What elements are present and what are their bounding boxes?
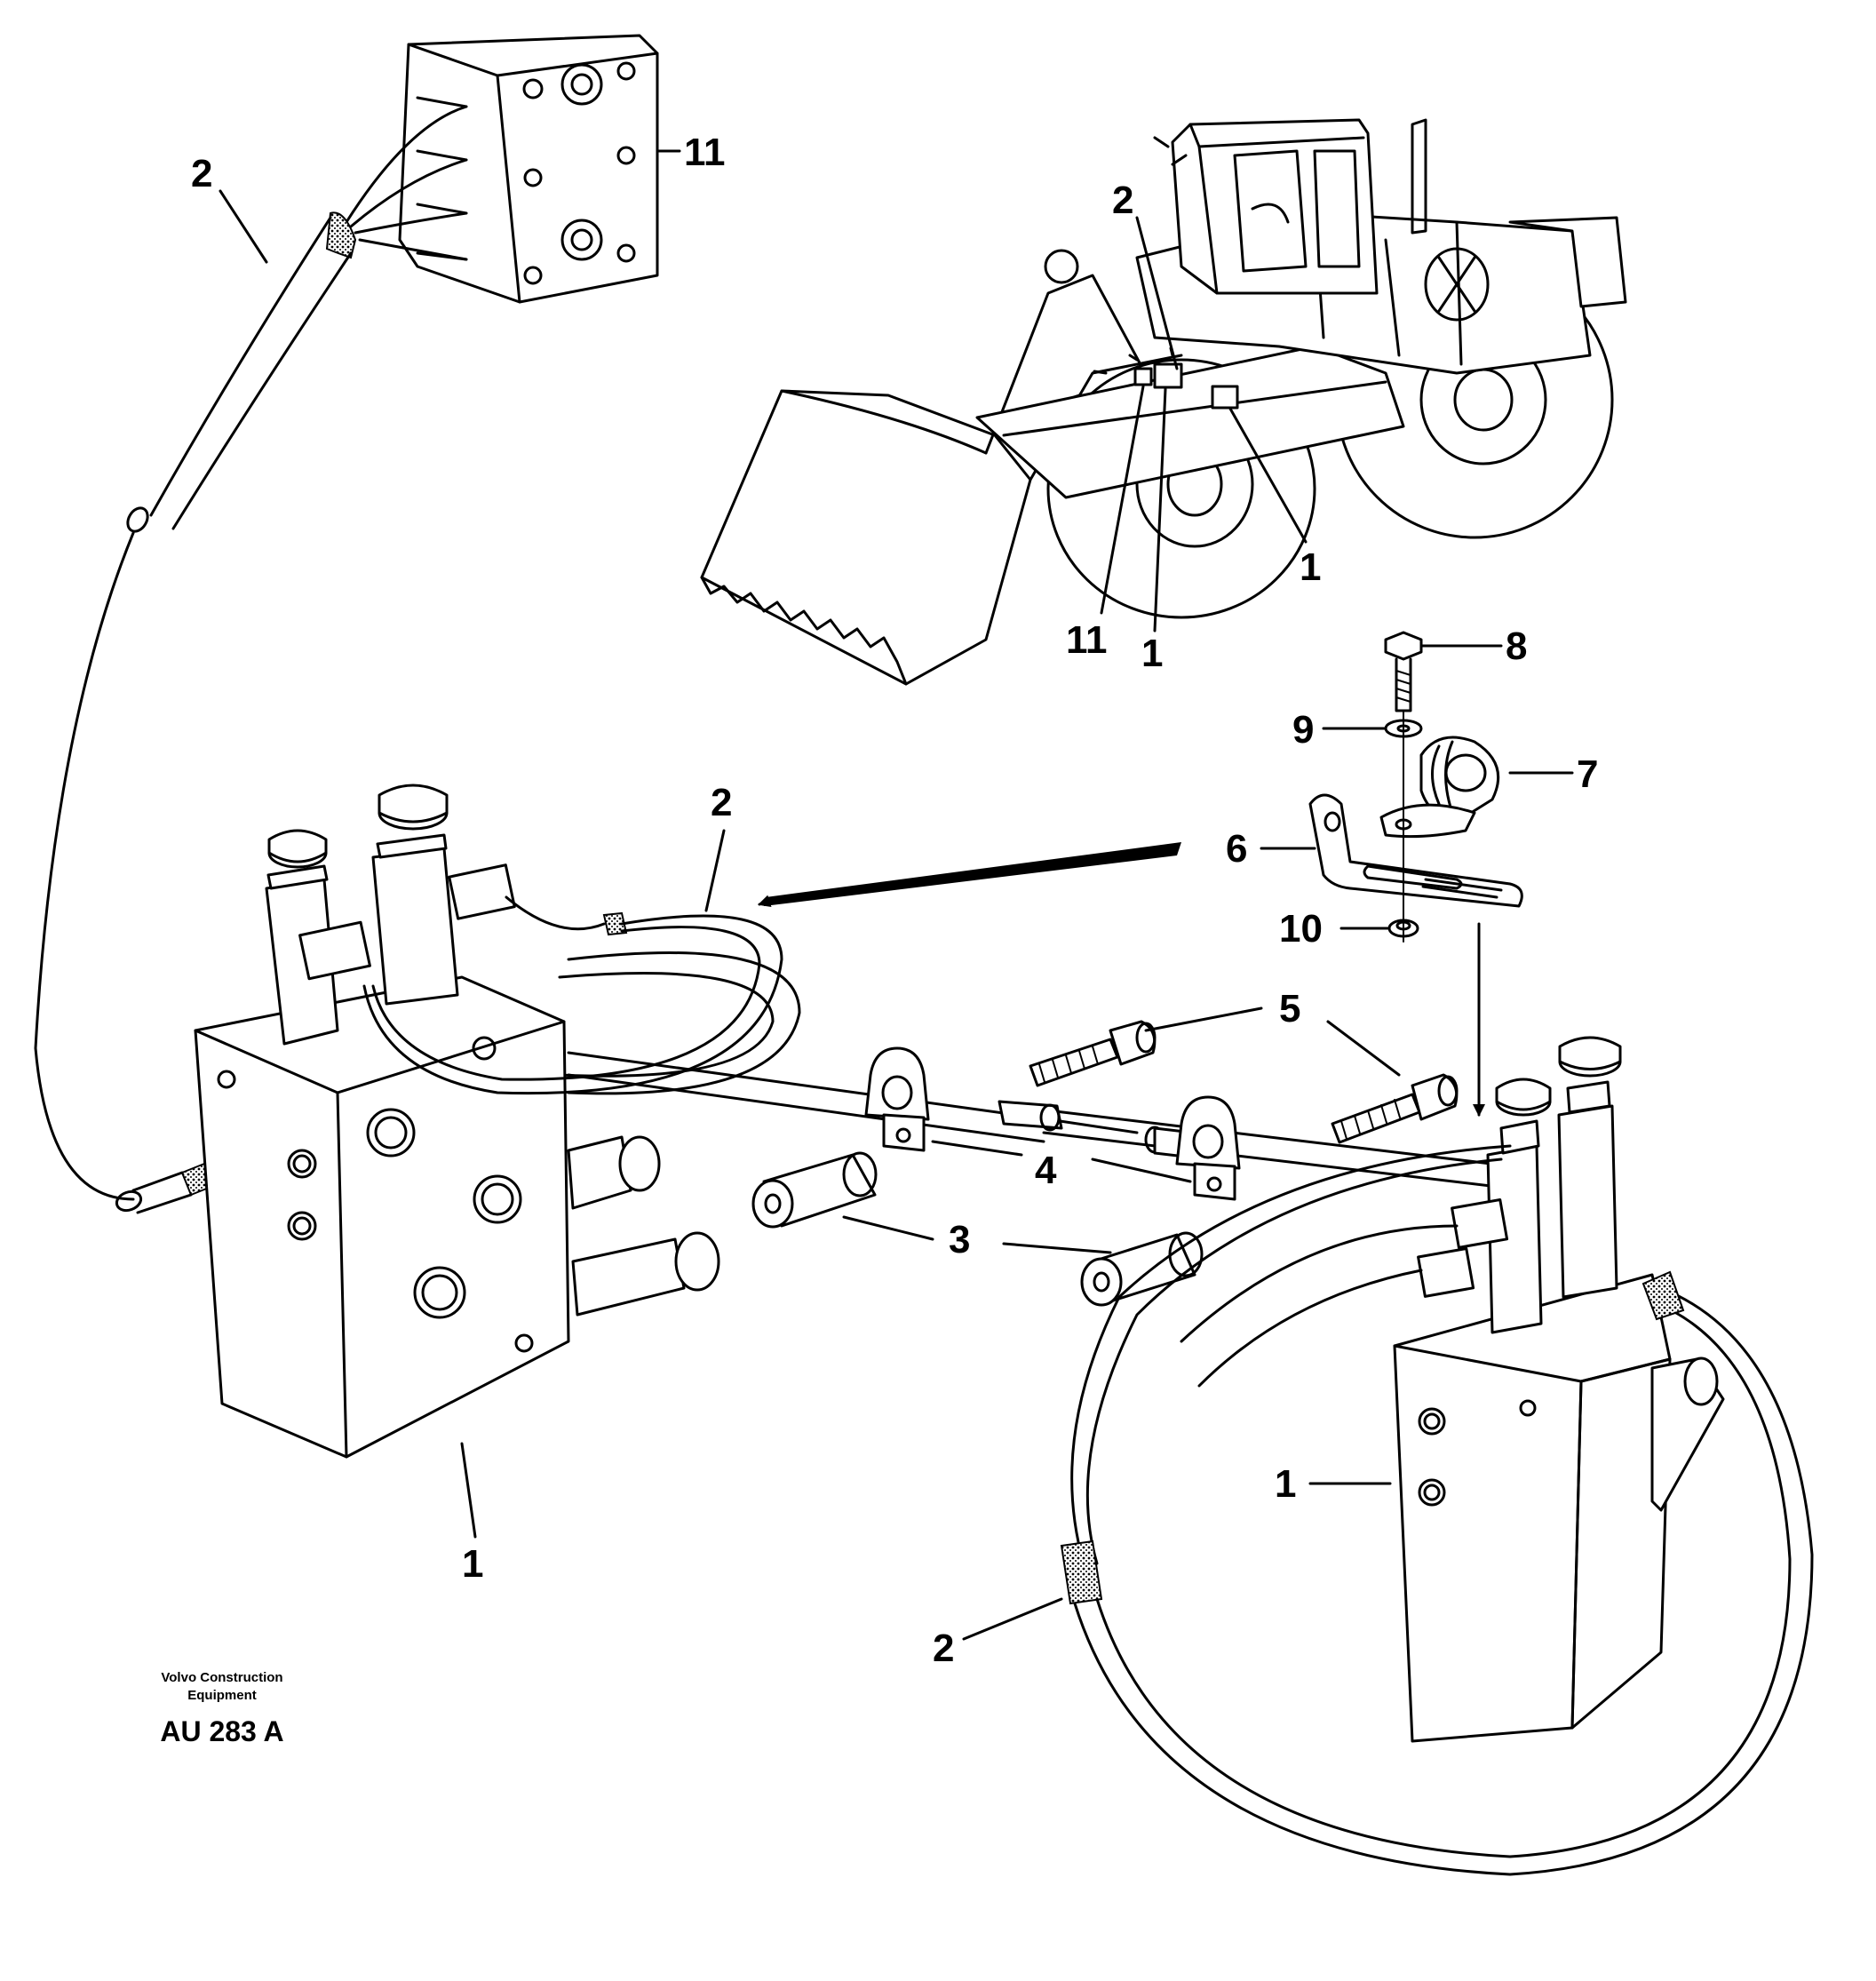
callout-5-bolts: 5	[1279, 987, 1300, 1030]
bolts	[1029, 1020, 1459, 1144]
junction-box	[345, 34, 659, 304]
callout-1-right-valve: 1	[1275, 1462, 1296, 1506]
leader-c5-left	[1144, 1006, 1263, 1032]
callout-9-washer: 9	[1292, 708, 1314, 752]
callout-1-left-valve: 1	[462, 1542, 483, 1586]
callout-2-cable: 2	[191, 152, 212, 195]
leader-c2-loader	[1135, 216, 1179, 370]
leader-c1-left-valve	[460, 1442, 477, 1539]
callout-11-junction-box: 11	[684, 131, 726, 174]
leader-c2-box	[219, 189, 268, 264]
left-valve-block	[194, 784, 801, 1459]
right-valve-block	[1060, 1036, 1814, 1876]
callout-11-loader: 11	[1066, 618, 1108, 662]
sleeves	[751, 1151, 1204, 1307]
brand-line-1: Volvo Construction	[161, 1670, 282, 1685]
callout-8-bolt: 8	[1506, 625, 1527, 668]
callout-6-bracket: 6	[1226, 827, 1247, 871]
pipe-and-clamps	[567, 1046, 1530, 1201]
leader-c11-loader	[1100, 385, 1145, 615]
leader-c2-bottom	[962, 1597, 1063, 1641]
arrow-to-left-cable-head	[758, 895, 783, 908]
callout-2-bottom: 2	[933, 1627, 954, 1670]
leader-c4-left	[931, 1140, 1023, 1157]
callout-10-nut: 10	[1279, 907, 1323, 951]
leader-c1-loader-mid	[1153, 387, 1167, 632]
figure-id: AU 283 A	[160, 1715, 283, 1747]
wheel-loader-illustration	[700, 118, 1627, 686]
leader-c1-loader-right	[1228, 407, 1308, 544]
leader-c4-right	[1091, 1158, 1192, 1183]
callout-4-pipe: 4	[1035, 1149, 1057, 1192]
callout-2-mid: 2	[711, 781, 732, 824]
callout-2-loader: 2	[1112, 179, 1133, 222]
leader-c2-mid	[704, 829, 726, 912]
callout-3-sleeve: 3	[949, 1218, 970, 1261]
leader-c3-right	[1002, 1242, 1112, 1254]
brand-line-2: Equipment	[187, 1688, 257, 1703]
bracket-assembly	[1308, 631, 1523, 943]
arrow-to-left-cable	[764, 842, 1181, 906]
leader-c5-right	[1326, 1020, 1401, 1077]
callout-1-loader-right: 1	[1300, 545, 1321, 589]
callout-1-loader-mid: 1	[1141, 632, 1163, 675]
leader-c3-left	[842, 1215, 934, 1241]
callout-7-clamp: 7	[1577, 752, 1598, 796]
